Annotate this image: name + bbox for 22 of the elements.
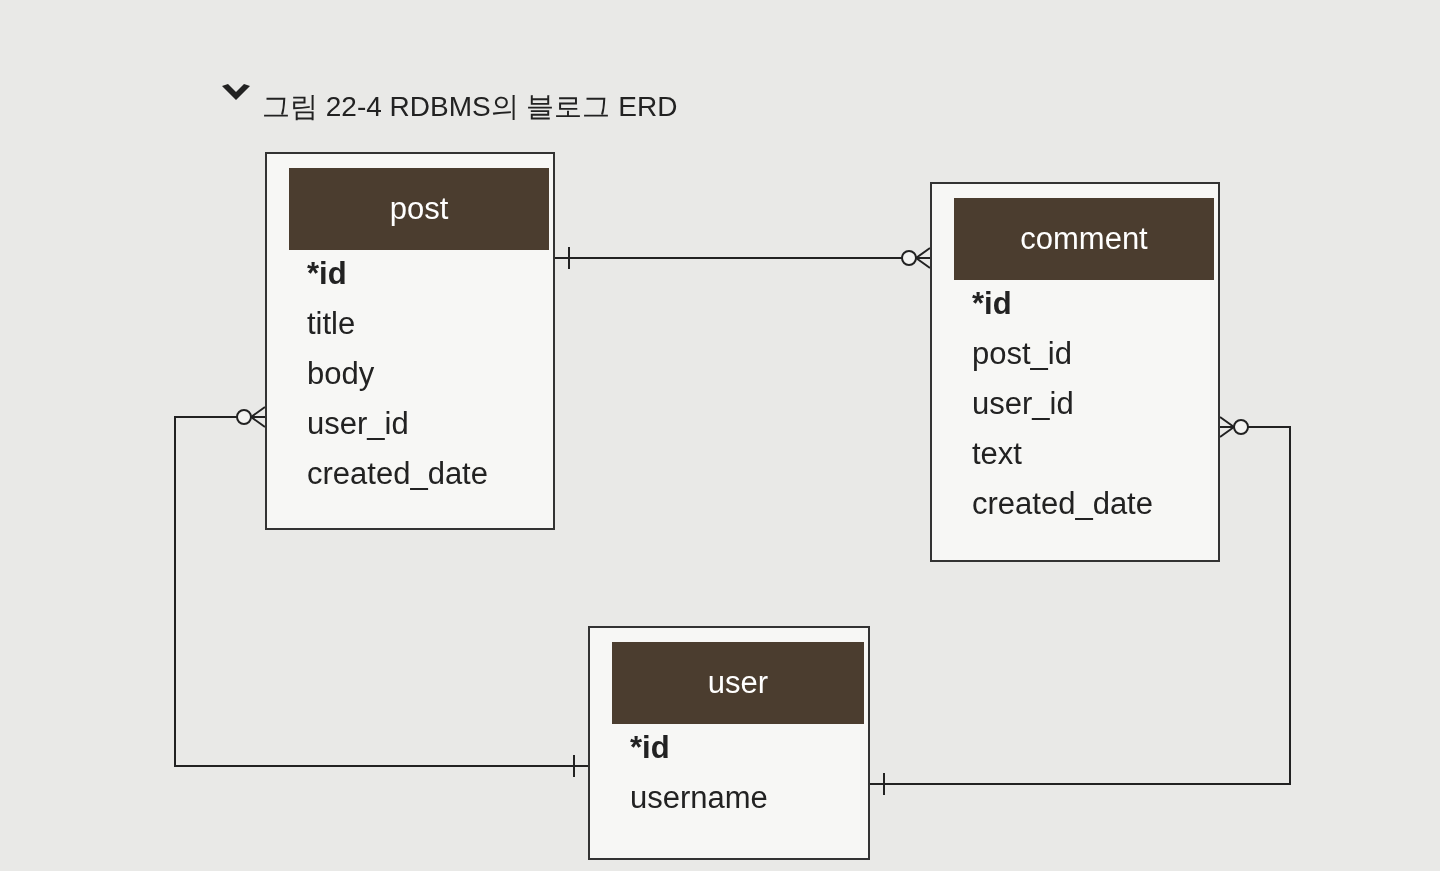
field-name: text — [972, 436, 1022, 472]
entity-table — [930, 182, 1220, 562]
field-name: username — [630, 780, 768, 816]
field-name: created_date — [972, 486, 1153, 522]
entity-table — [265, 152, 555, 530]
table-header: user — [612, 642, 864, 724]
field-name: user_id — [307, 406, 409, 442]
table-header: comment — [954, 198, 1214, 280]
relationship-line — [554, 246, 931, 270]
primary-key-field: *id — [307, 256, 347, 292]
field-name: user_id — [972, 386, 1074, 422]
field-name: post_id — [972, 336, 1072, 372]
relationship-line — [174, 406, 589, 778]
figure-title: 그림 22-4 RDBMS의 블로그 ERD — [262, 90, 678, 124]
table-header: post — [289, 168, 549, 250]
field-name: body — [307, 356, 375, 392]
field-name: created_date — [307, 456, 488, 492]
entity-table — [588, 626, 870, 860]
primary-key-field: *id — [972, 286, 1012, 322]
relationship-line — [869, 416, 1291, 796]
primary-key-field: *id — [630, 730, 670, 766]
field-name: title — [307, 306, 356, 342]
